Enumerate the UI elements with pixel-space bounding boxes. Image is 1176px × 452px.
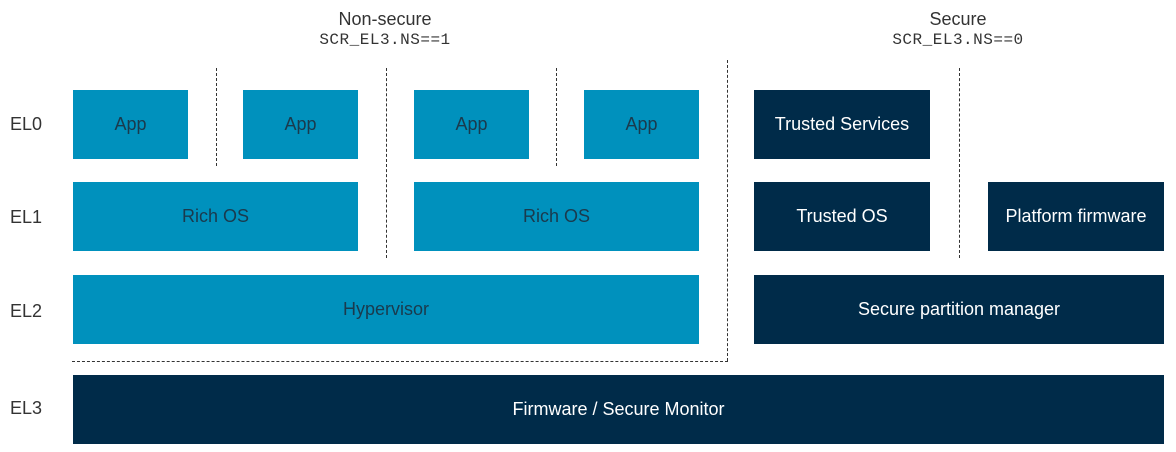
secure-partition-manager-box: Secure partition manager	[754, 275, 1164, 344]
non-secure-register: SCR_EL3.NS==1	[319, 31, 451, 49]
secure-monitor-box: Firmware / Secure Monitor	[73, 375, 1164, 444]
app-box-2: App	[243, 90, 358, 159]
level-label-el0: EL0	[10, 114, 43, 134]
app-box-4: App	[584, 90, 699, 159]
level-label-el1: EL1	[10, 207, 43, 227]
platform-firmware-box: Platform firmware	[988, 182, 1164, 251]
trusted-services-box: Trusted Services	[754, 90, 930, 159]
hypervisor-box: Hypervisor	[73, 275, 699, 344]
app-separator-1	[216, 68, 217, 166]
rich-os-box-1: Rich OS	[73, 182, 358, 251]
secure-header: Secure SCR_EL3.NS==0	[858, 8, 1058, 50]
non-secure-header: Non-secure SCR_EL3.NS==1	[285, 8, 485, 50]
app-box-3: App	[414, 90, 529, 159]
secure-title: Secure	[929, 9, 987, 29]
non-secure-title: Non-secure	[338, 9, 432, 29]
rich-os-box-2: Rich OS	[414, 182, 699, 251]
level-label-el2: EL2	[10, 301, 43, 321]
world-boundary-vertical	[727, 60, 728, 361]
level-label-el3: EL3	[10, 398, 43, 418]
trusted-os-box: Trusted OS	[754, 182, 930, 251]
vm-separator	[386, 68, 387, 258]
app-separator-2	[556, 68, 557, 166]
app-box-1: App	[73, 90, 188, 159]
secure-register: SCR_EL3.NS==0	[892, 31, 1024, 49]
secure-separator	[959, 68, 960, 258]
world-boundary-horizontal	[72, 361, 728, 362]
